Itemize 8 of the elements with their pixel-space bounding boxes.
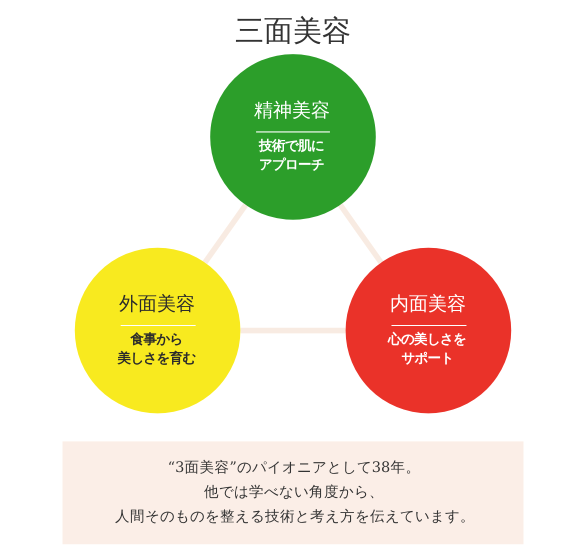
node-circle: 内面美容 心の美しさをサポート [345,248,511,414]
connector [240,328,346,334]
node-box: “3面美容”のパイオニアとして38年。他では学べない角度から、人間そのものを整える技術と考え方を伝えています。 [62,441,524,544]
node-circle: 外面美容 食事から美しさを育む [74,248,240,414]
node-circle: 精神美容 技術で肌にアプローチ [210,54,376,220]
connector [202,203,248,264]
connector [338,203,383,264]
diagram-title: 三面美容 [234,13,350,48]
